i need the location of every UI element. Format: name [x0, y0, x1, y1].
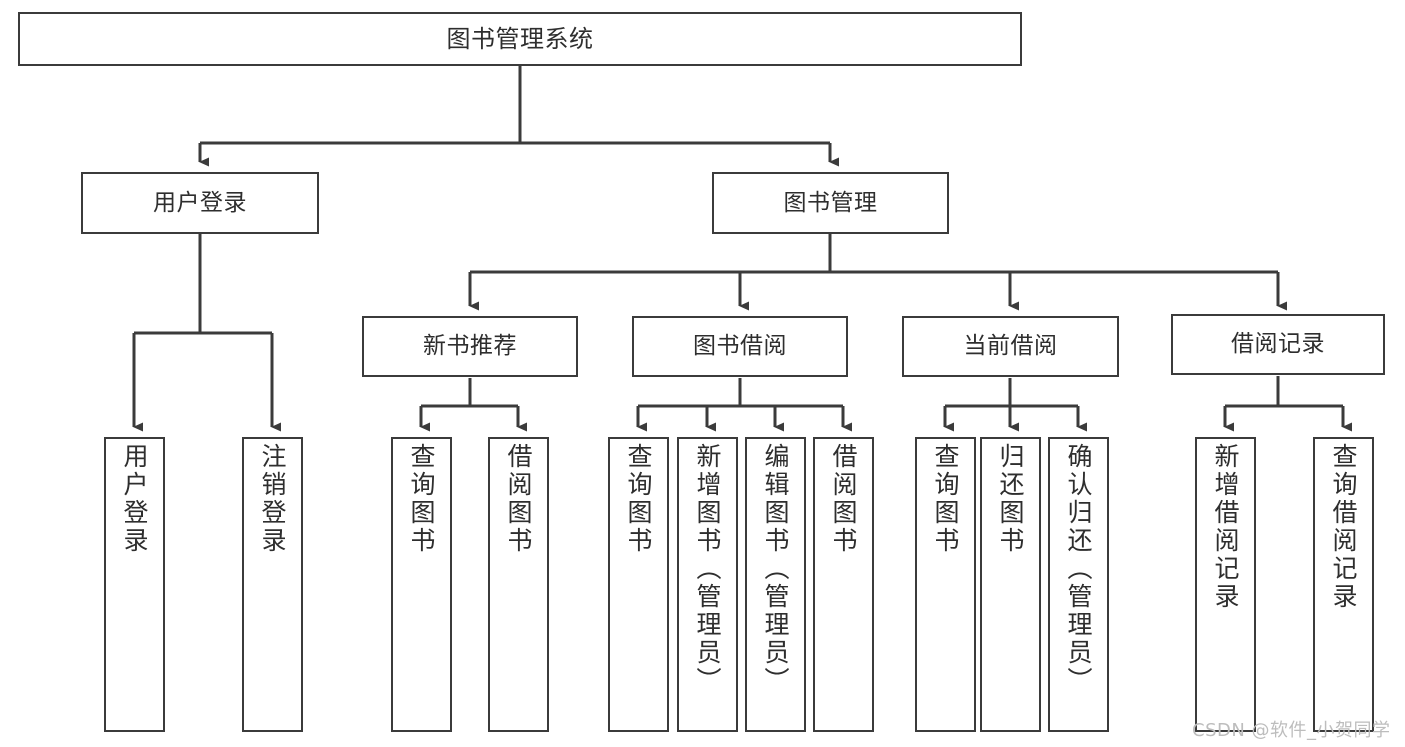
- node-label: 用户登录: [120, 443, 149, 555]
- node-label: 编辑图书（管理员）: [761, 443, 790, 695]
- node-label: 当前借阅: [963, 333, 1058, 359]
- node-new-book-recommend[interactable]: 新书推荐: [362, 316, 578, 377]
- node-label: 查询图书: [407, 443, 436, 555]
- node-root-system[interactable]: 图书管理系统: [18, 12, 1022, 66]
- leaf-current-borrow-query[interactable]: 查询图书: [915, 437, 976, 732]
- leaf-book-borrow-query[interactable]: 查询图书: [608, 437, 669, 732]
- node-label: 图书借阅: [693, 333, 787, 359]
- node-user-login[interactable]: 用户登录: [81, 172, 319, 234]
- leaf-borrow-records-add[interactable]: 新增借阅记录: [1195, 437, 1256, 732]
- node-label: 新增图书（管理员）: [693, 443, 722, 695]
- node-label: 确认归还（管理员）: [1064, 443, 1093, 695]
- leaf-current-borrow-confirm-return[interactable]: 确认归还（管理员）: [1048, 437, 1109, 732]
- node-label: 图书管理系统: [446, 25, 594, 53]
- node-label: 图书管理: [783, 189, 878, 216]
- leaf-user-login-signin[interactable]: 用户登录: [104, 437, 165, 732]
- node-label: 新书推荐: [423, 333, 517, 359]
- node-current-borrow[interactable]: 当前借阅: [902, 316, 1119, 377]
- node-label: 借阅记录: [1231, 331, 1325, 357]
- leaf-book-borrow-lend[interactable]: 借阅图书: [813, 437, 874, 732]
- leaf-new-books-borrow[interactable]: 借阅图书: [488, 437, 549, 732]
- leaf-user-login-signout[interactable]: 注销登录: [242, 437, 303, 732]
- leaf-book-borrow-add[interactable]: 新增图书（管理员）: [677, 437, 738, 732]
- leaf-current-borrow-return[interactable]: 归还图书: [980, 437, 1041, 732]
- node-book-borrow[interactable]: 图书借阅: [632, 316, 848, 377]
- node-book-management[interactable]: 图书管理: [712, 172, 949, 234]
- watermark-csdn: CSDN @软件_小贺同学: [1192, 720, 1391, 741]
- node-label: 查询图书: [931, 443, 960, 555]
- leaf-borrow-records-query[interactable]: 查询借阅记录: [1313, 437, 1374, 732]
- node-label: 归还图书: [996, 443, 1025, 555]
- node-label: 查询图书: [624, 443, 653, 555]
- node-label: 注销登录: [258, 443, 287, 555]
- leaf-new-books-query[interactable]: 查询图书: [391, 437, 452, 732]
- node-label: 借阅图书: [504, 443, 533, 555]
- node-label: 查询借阅记录: [1329, 443, 1358, 611]
- leaf-book-borrow-edit[interactable]: 编辑图书（管理员）: [745, 437, 806, 732]
- node-label: 借阅图书: [829, 443, 858, 555]
- node-label: 用户登录: [153, 189, 247, 216]
- node-label: 新增借阅记录: [1211, 443, 1240, 611]
- node-borrow-records[interactable]: 借阅记录: [1171, 314, 1385, 375]
